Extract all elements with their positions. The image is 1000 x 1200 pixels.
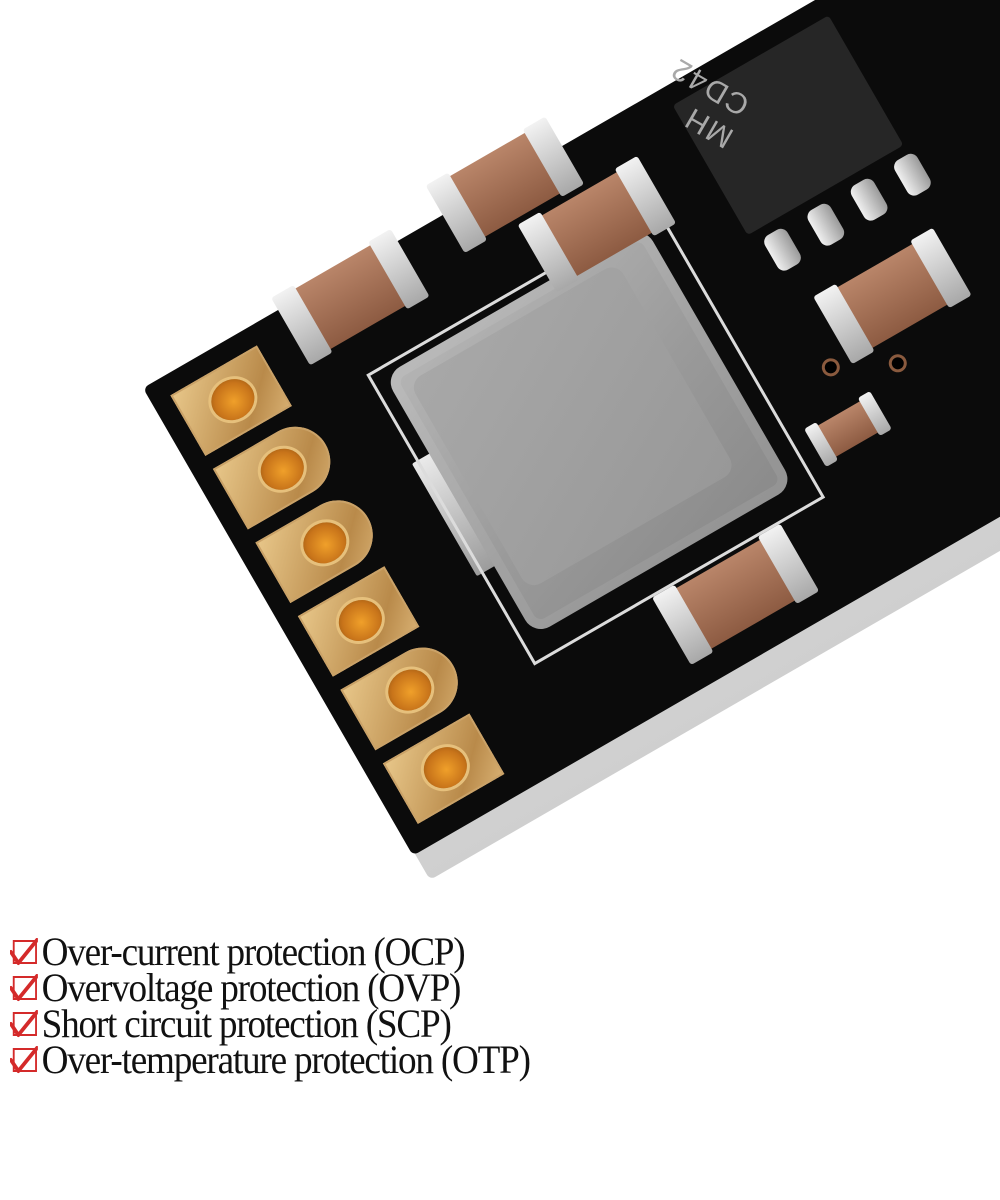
feature-label: Short circuit protection (SCP): [41, 1001, 452, 1046]
pad-hole: [203, 371, 262, 428]
feature-label: Over-current protection (OCP): [41, 929, 466, 974]
ic-lead: [891, 150, 934, 199]
pad-hole: [295, 514, 354, 572]
feature-scp: Short circuit protection (SCP): [10, 1001, 530, 1046]
capacitor-small: [804, 390, 892, 468]
checkbox-checked-icon: [10, 938, 38, 965]
pcb-board: CD42 MH: [143, 0, 1000, 856]
feature-list: Over-current protection (OCP) Overvoltag…: [10, 929, 569, 1082]
checkbox-checked-icon: [10, 974, 38, 1001]
pad-hole: [331, 592, 390, 649]
pcb-module: CD42 MH: [143, 0, 1000, 880]
feature-label: Overvoltage protection (OVP): [41, 965, 462, 1010]
product-photo: CD42 MH: [143, 0, 1000, 880]
feature-label: Over-temperature protection (OTP): [41, 1037, 531, 1082]
feature-ovp: Overvoltage protection (OVP): [10, 965, 530, 1010]
via: [822, 359, 840, 376]
feature-ocp: Over-current protection (OCP): [10, 929, 530, 974]
pad-hole: [253, 440, 312, 498]
ic-lead: [847, 175, 891, 224]
checkbox-checked-icon: [10, 1010, 38, 1037]
feature-otp: Over-temperature protection (OTP): [10, 1037, 531, 1082]
checkbox-checked-icon: [10, 1046, 38, 1073]
ic-lead: [761, 225, 804, 274]
ic-lead: [804, 200, 848, 249]
capacitor: [271, 228, 430, 366]
capacitor: [813, 227, 972, 365]
via: [889, 355, 906, 372]
pad-hole: [416, 739, 475, 797]
pad-hole: [380, 661, 439, 719]
